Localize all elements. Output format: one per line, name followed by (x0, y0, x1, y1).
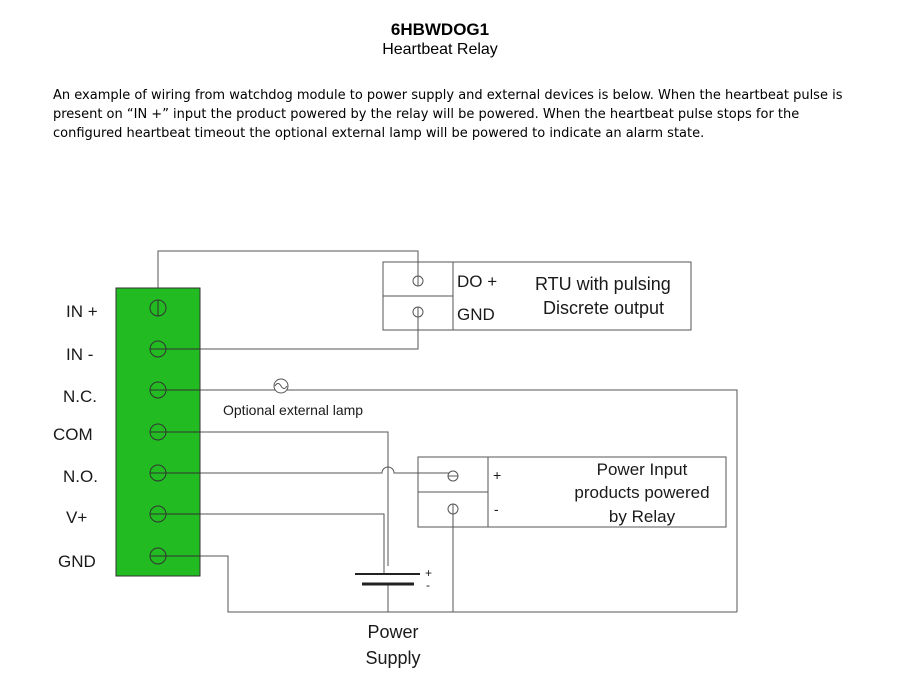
battery-icon (355, 573, 420, 586)
wire-in-plus (157, 250, 419, 288)
wire-gnd (200, 555, 737, 613)
terminal-label-in-plus: IN + (66, 302, 98, 321)
wire-com (200, 431, 389, 566)
wire-in-minus (158, 314, 419, 350)
wire-vplus (200, 513, 385, 574)
terminal-label-in-minus: IN - (66, 345, 93, 364)
terminal-screws (149, 299, 200, 565)
power-supply-minus-sign: - (426, 578, 430, 592)
terminal-label-nc: N.C. (63, 387, 97, 406)
rtu-terminals (412, 275, 424, 318)
terminal-label-vplus: V+ (66, 508, 87, 527)
rtu-pin-do-plus: DO + (457, 272, 497, 291)
rtu-label-line1: RTU with pulsing (535, 274, 671, 294)
rtu-box (382, 261, 692, 331)
title-block: 6HBWDOG1 Heartbeat Relay (0, 20, 880, 60)
page-title: 6HBWDOG1 (390, 20, 490, 39)
power-supply-label-line2: Supply (365, 648, 420, 668)
rtu-pin-gnd: GND (457, 305, 495, 324)
power-input-pin-plus: + (493, 467, 501, 483)
power-input-label-line3: by Relay (609, 507, 676, 526)
terminal-label-gnd: GND (58, 552, 96, 571)
wire-nc (200, 389, 738, 612)
power-supply-plus-sign: + (425, 566, 432, 580)
description-paragraph: An example of wiring from watchdog modul… (53, 88, 843, 141)
power-input-label-line2: products powered (574, 483, 709, 502)
power-input-label-line1: Power Input (597, 460, 688, 479)
terminal-label-com: COM (53, 425, 93, 444)
lamp-label: Optional external lamp (223, 402, 363, 418)
wire-no (200, 466, 453, 474)
terminal-label-no: N.O. (63, 467, 98, 486)
power-input-box (417, 456, 727, 528)
lamp-icon (273, 378, 289, 394)
power-input-pin-minus: - (494, 501, 499, 517)
rtu-label-line2: Discrete output (543, 298, 664, 318)
power-supply-label-line1: Power (367, 622, 418, 642)
page-subtitle: Heartbeat Relay (382, 41, 498, 58)
power-input-terminals (447, 470, 459, 515)
